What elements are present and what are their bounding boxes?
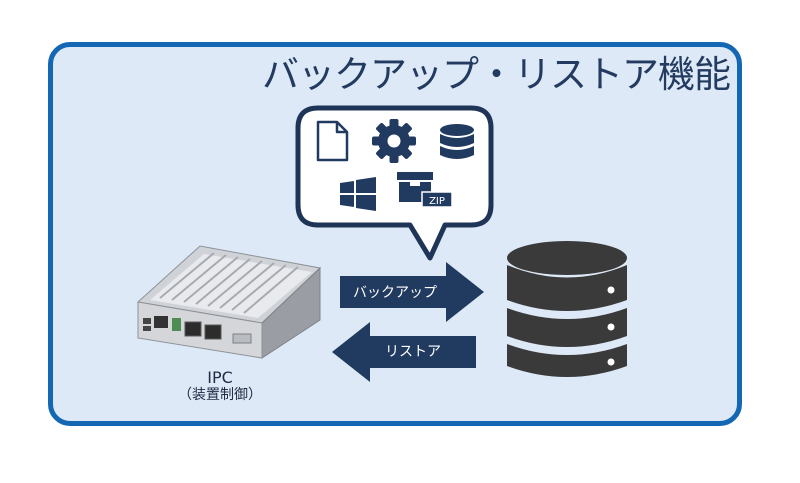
page-title: バックアップ・リストア機能 <box>262 53 731 96</box>
gear-icon <box>372 119 416 163</box>
restore-label: リストア <box>385 344 441 360</box>
database-server-icon <box>507 241 627 377</box>
backup-label: バックアップ <box>353 285 437 301</box>
windows-icon <box>340 177 376 211</box>
database-icon <box>440 124 474 159</box>
restore-arrow <box>332 322 476 382</box>
zip-label: ZIP <box>429 196 445 207</box>
file-icon <box>316 120 349 162</box>
backup-arrow <box>340 262 484 322</box>
ipc-name: IPC <box>207 368 233 387</box>
ipc-subtitle: （装置制御） <box>178 387 262 403</box>
zip-archive-icon: ZIP <box>397 172 453 208</box>
ipc-device-icon <box>136 245 322 359</box>
